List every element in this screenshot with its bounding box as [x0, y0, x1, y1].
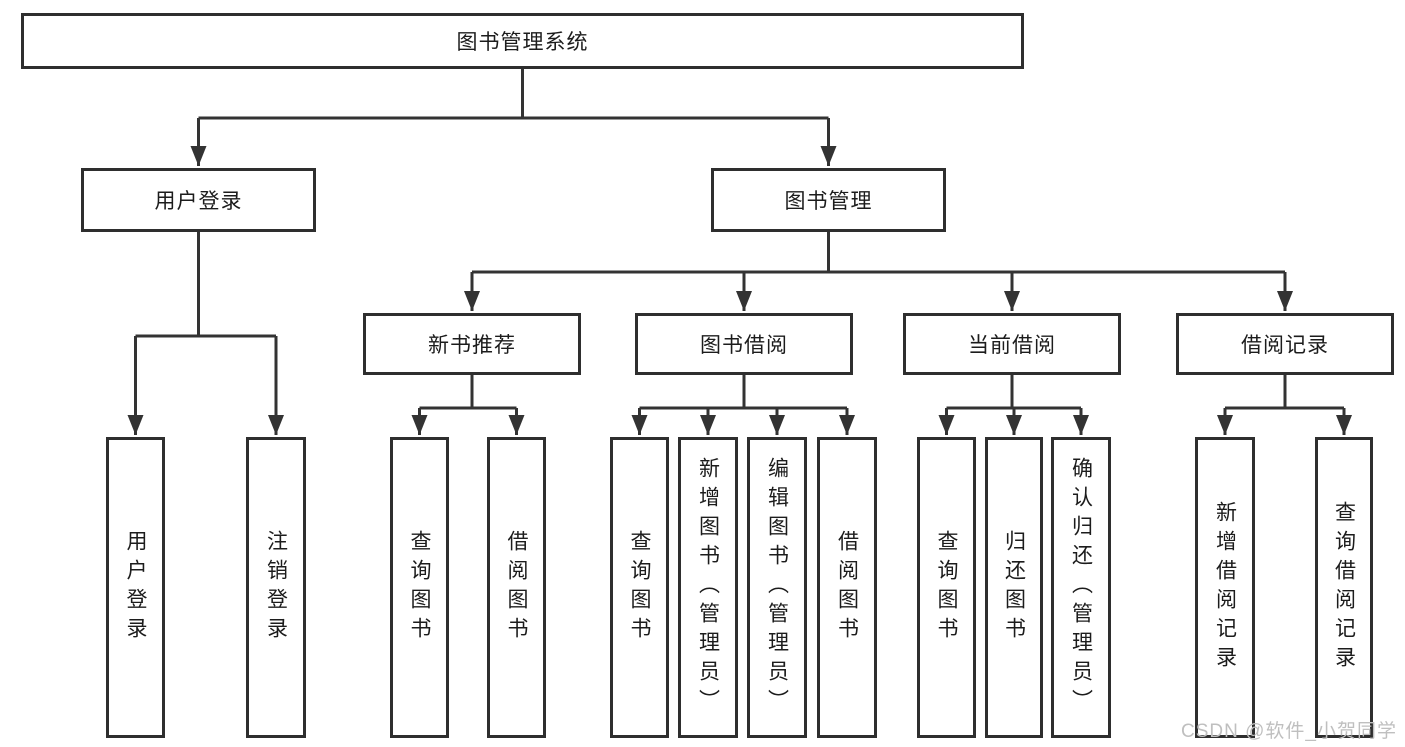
- connector-user-login-branch: [127, 232, 284, 435]
- leaf-label: 查询图书: [628, 529, 651, 646]
- leaf-label: 归还图书: [1002, 529, 1026, 646]
- leaf-borrow-books-2: 借阅图书: [817, 437, 877, 738]
- leaf-label: 用户登录: [124, 529, 147, 646]
- leaf-borrow-books-1: 借阅图书: [487, 437, 546, 738]
- leaf-confirm-return-admin: 确认归还（管理员）: [1051, 437, 1111, 738]
- connector-book-management-branch: [464, 232, 1293, 311]
- leaf-return-books: 归还图书: [985, 437, 1043, 738]
- node-borrowing-records: 借阅记录: [1176, 313, 1394, 375]
- leaf-query-borrow-record: 查询借阅记录: [1315, 437, 1373, 738]
- leaf-user-login: 用户登录: [106, 437, 165, 738]
- leaf-label: 查询借阅记录: [1332, 500, 1356, 675]
- leaf-logout: 注销登录: [246, 437, 306, 738]
- leaf-label: 查询图书: [935, 529, 958, 646]
- connector-current-borrowing-branch: [938, 375, 1089, 435]
- connector-borrowing-records-branch: [1217, 375, 1352, 435]
- csdn-watermark: CSDN @软件_小贺同学: [1181, 721, 1397, 742]
- node-book-management: 图书管理: [711, 168, 946, 232]
- node-current-borrowing: 当前借阅: [903, 313, 1121, 375]
- leaf-query-books-1: 查询图书: [390, 437, 449, 738]
- node-user-login: 用户登录: [81, 168, 316, 232]
- leaf-label: 查询图书: [408, 529, 431, 646]
- leaf-label: 借阅图书: [835, 529, 859, 646]
- node-library-management-system: 图书管理系统: [21, 13, 1024, 69]
- connector-new-book-recommendation-branch: [411, 375, 525, 435]
- leaf-label: 借阅图书: [505, 529, 528, 646]
- node-label: 当前借阅: [968, 334, 1056, 357]
- leaf-label: 新增图书（管理员）: [696, 457, 720, 718]
- node-book-borrowing: 图书借阅: [635, 313, 853, 375]
- leaf-label: 确认归还（管理员）: [1069, 457, 1093, 718]
- node-label: 用户登录: [154, 190, 243, 213]
- leaf-label: 新增借阅记录: [1213, 500, 1237, 675]
- node-label: 图书借阅: [700, 334, 788, 357]
- node-label: 图书管理: [784, 190, 873, 213]
- node-label: 新书推荐: [428, 334, 516, 357]
- leaf-add-borrow-record: 新增借阅记录: [1195, 437, 1255, 738]
- node-new-book-recommendation: 新书推荐: [363, 313, 581, 375]
- node-label: 图书管理系统: [456, 31, 589, 54]
- leaf-label: 注销登录: [264, 529, 288, 646]
- connector-root-to-level2: [190, 69, 837, 166]
- leaf-query-books-3: 查询图书: [917, 437, 976, 738]
- node-label: 借阅记录: [1241, 334, 1329, 357]
- leaf-edit-book-admin: 编辑图书（管理员）: [747, 437, 807, 738]
- leaf-query-books-2: 查询图书: [610, 437, 669, 738]
- leaf-label: 编辑图书（管理员）: [765, 457, 789, 718]
- leaf-add-book-admin: 新增图书（管理员）: [678, 437, 738, 738]
- connector-book-borrowing-branch: [631, 375, 855, 435]
